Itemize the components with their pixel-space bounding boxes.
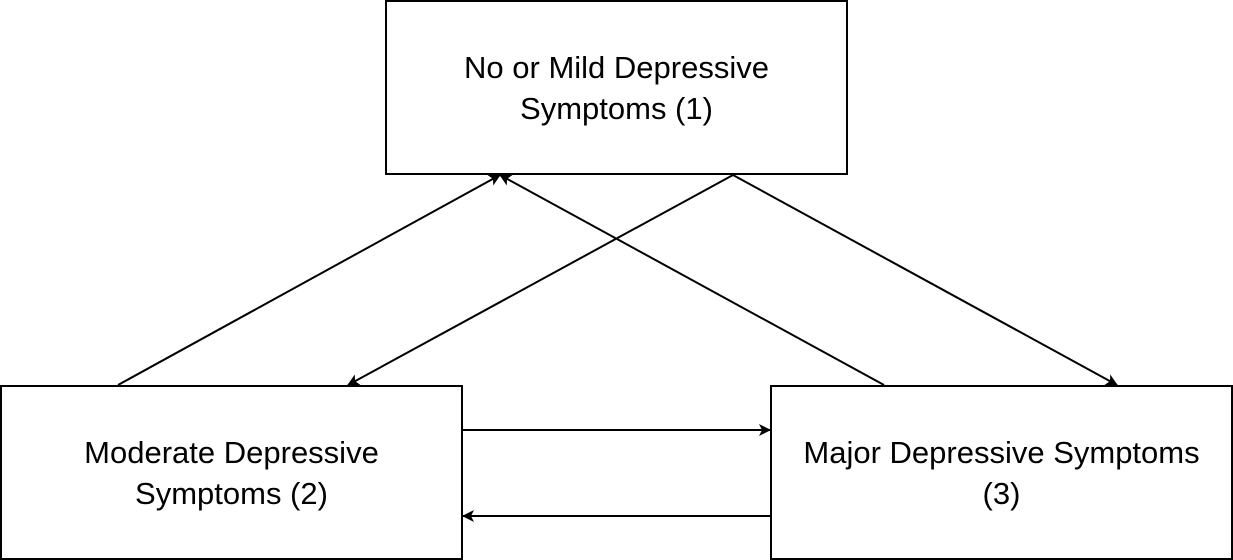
arrow-2-to-1 — [117, 174, 501, 386]
state-box-no-or-mild-symptoms: No or Mild Depressive Symptoms (1) — [385, 0, 848, 175]
state-box-moderate-symptoms: Moderate Depressive Symptoms (2) — [0, 385, 463, 560]
state-label-major-symptoms: Major Depressive Symptoms (3) — [803, 434, 1200, 511]
arrow-1-to-2 — [347, 174, 734, 386]
state-label-moderate-symptoms: Moderate Depressive Symptoms (2) — [84, 434, 379, 511]
arrow-3-to-1 — [499, 174, 885, 386]
state-box-major-symptoms: Major Depressive Symptoms (3) — [770, 385, 1233, 560]
arrow-1-to-3 — [732, 174, 1118, 386]
state-label-no-or-mild-symptoms: No or Mild Depressive Symptoms (1) — [464, 49, 769, 126]
